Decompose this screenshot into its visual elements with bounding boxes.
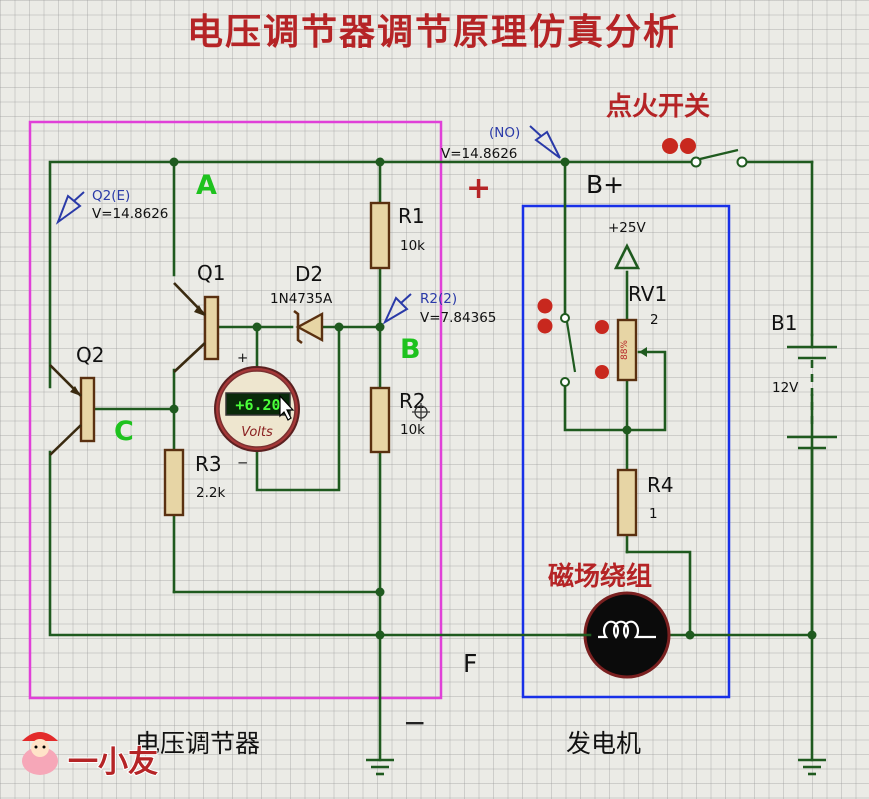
ground-right-icon <box>798 758 826 776</box>
relay-contact[interactable] <box>537 298 577 387</box>
d2-label: D2 <box>295 262 323 286</box>
r1-label: R1 <box>398 204 425 228</box>
resistor-r4[interactable] <box>616 468 638 537</box>
junctions <box>169 157 817 640</box>
field-winding[interactable] <box>583 591 671 679</box>
supply-arrow-icon <box>613 243 641 270</box>
node-a-label: A <box>196 170 217 201</box>
probe-q2e-icon[interactable] <box>55 191 85 225</box>
r1-value: 10k <box>400 238 425 254</box>
node-f-label: F <box>463 649 477 678</box>
logo-mascot-icon <box>22 732 58 775</box>
page-title: 电压调节器调节原理仿真分析 <box>187 12 681 53</box>
ignition-switch-label: 点火开关 <box>606 91 710 122</box>
ground-left-icon <box>366 758 394 776</box>
positive-sign: + <box>466 171 491 206</box>
q2-label: Q2 <box>76 343 104 367</box>
regulator-caption: 电压调节器 <box>135 729 260 758</box>
generator-caption: 发电机 <box>566 729 641 758</box>
resistor-r1[interactable] <box>369 201 391 270</box>
probe-q2e-name: Q2(E) <box>92 188 130 204</box>
mouse-pointer-icon <box>279 394 295 421</box>
voltmeter-unit: Volts <box>241 425 273 440</box>
b1-label: B1 <box>771 311 797 335</box>
probe-no-name: (NO) <box>489 125 520 141</box>
voltmeter-reading: +6.20 <box>235 396 280 414</box>
probe-no-value: V=14.8626 <box>441 146 517 162</box>
ignition-switch[interactable] <box>662 138 748 168</box>
supply-label: +25V <box>608 220 646 236</box>
generator-box <box>521 204 731 699</box>
rv1-label: RV1 <box>628 282 667 306</box>
r2-value: 10k <box>400 422 425 438</box>
field-winding-label: 磁场绕组 <box>548 561 652 592</box>
transistor-q1[interactable] <box>173 282 220 373</box>
node-bplus-label: B+ <box>586 170 624 199</box>
q1-label: Q1 <box>197 261 225 285</box>
potentiometer-rv1[interactable]: 88% <box>595 318 647 382</box>
r3-label: R3 <box>195 452 222 476</box>
resistor-r2[interactable] <box>369 386 391 454</box>
crosshair-cursor-icon <box>412 403 430 421</box>
logo-text: 一小友 <box>68 745 158 780</box>
transistor-q2[interactable] <box>49 364 96 456</box>
probe-r22-name: R2(2) <box>420 291 457 307</box>
probe-r22-value: V=7.84365 <box>420 310 496 326</box>
probe-no-icon[interactable] <box>529 125 561 159</box>
negative-sign: − <box>403 706 426 739</box>
node-c-label: C <box>114 416 134 447</box>
rv1-pin: 2 <box>650 312 659 328</box>
voltmeter-plus: + <box>237 350 248 366</box>
r4-value: 1 <box>649 506 658 522</box>
r3-value: 2.2k <box>196 485 225 501</box>
probe-r22-icon[interactable] <box>382 293 412 325</box>
r4-label: R4 <box>647 473 674 497</box>
rv1-percent: 88% <box>620 340 630 360</box>
resistor-r3[interactable] <box>163 448 185 517</box>
voltmeter-minus: − <box>237 455 248 471</box>
node-b-label: B <box>400 334 421 365</box>
regulator-box <box>28 120 443 700</box>
d2-value: 1N4735A <box>270 291 333 307</box>
zener-diode-d2[interactable] <box>293 309 324 345</box>
b1-value: 12V <box>772 380 799 396</box>
probe-q2e-value: V=14.8626 <box>92 206 168 222</box>
voltmeter[interactable]: +6.20 Volts <box>214 366 300 452</box>
